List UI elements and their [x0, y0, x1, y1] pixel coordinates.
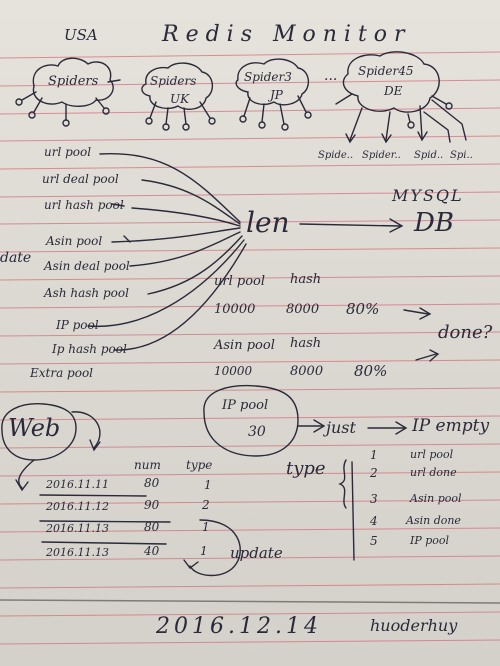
page-title: Redis Monitor [162, 22, 412, 47]
table-row-2-type: 2 [202, 498, 210, 512]
pool-url: url pool [44, 145, 92, 159]
type-legend-text-4: Asin done [406, 514, 461, 527]
ip-empty-label: IP empty [412, 416, 490, 436]
pool-extra: Extra pool [30, 366, 94, 380]
stat-url-b: 8000 [286, 302, 320, 317]
db-label: DB [414, 208, 454, 238]
curve-url-pool [99, 153, 241, 223]
type-legend-label: type [286, 458, 326, 479]
len-label: len [246, 206, 290, 239]
spider-de-label: Spider45 [358, 64, 414, 78]
table-row-3-num: 80 [144, 520, 160, 534]
type-legend-text-3: Asin pool [410, 492, 462, 505]
type-legend-num-5: 5 [370, 534, 378, 548]
done-label: done? [438, 322, 493, 343]
region-label-usa: USA [64, 26, 98, 44]
web-bubble [1, 403, 77, 461]
type-legend-text-1: url pool [410, 448, 454, 461]
stat-url-type: hash [290, 272, 322, 287]
table-row-1-type: 1 [204, 478, 212, 492]
spider-child-2: Spider.. [362, 150, 401, 161]
update-side-label: date [0, 250, 32, 266]
type-legend-num-4: 4 [370, 514, 378, 528]
footer-date: 2016.12.14 [156, 614, 322, 639]
table-header-type: type [186, 458, 213, 472]
pool-ip-hash: Ip hash pool [52, 342, 127, 356]
stat-asin-a: 10000 [214, 364, 253, 378]
table-row-3-type: 1 [202, 520, 210, 534]
update-note: update [230, 544, 283, 562]
type-legend-num-1: 1 [370, 448, 378, 462]
spider-usa-label: Spiders [48, 74, 99, 89]
pool-asin: Asin pool [46, 234, 103, 248]
spider-child-1: Spide.. [318, 150, 354, 161]
spider-cloud-usa [32, 57, 114, 107]
type-legend-num-3: 3 [370, 492, 378, 506]
type-legend-text-2: url done [410, 466, 457, 479]
spider-ellipsis: ... [324, 68, 338, 84]
spider-child-3: Spid.. [414, 150, 444, 161]
ippool-bubble [203, 384, 299, 457]
ippool-value: 30 [248, 424, 266, 440]
stat-url-pct: 80% [346, 300, 380, 318]
spider-jp-label: Spider3 [244, 70, 292, 84]
spider-cloud-uk [141, 62, 213, 110]
pool-asin-deal: Asin deal pool [44, 259, 130, 273]
pool-url-hash: url hash pool [44, 198, 124, 212]
pool-asin-hash: Ash hash pool [44, 286, 129, 300]
table-header-num: num [134, 458, 161, 472]
spider-cloud-de [342, 51, 440, 113]
ippool-label: IP pool [222, 398, 269, 413]
stat-asin-b: 8000 [290, 364, 324, 379]
table-row-4-type: 1 [200, 544, 208, 558]
web-label: Web [8, 414, 61, 442]
table-row-4-date: 2016.11.13 [46, 546, 109, 559]
stat-asin-type: hash [290, 336, 322, 351]
spider-uk-label: Spiders [150, 74, 197, 88]
type-legend-num-2: 2 [370, 466, 378, 480]
signature: huoderhuy [370, 616, 458, 635]
pool-ip: IP pool [56, 318, 99, 332]
stat-asin-name: Asin pool [214, 338, 275, 353]
stat-asin-pct: 80% [354, 362, 388, 380]
table-row-4-num: 40 [144, 544, 160, 558]
spider-jp-region: JP [270, 88, 283, 102]
stat-url-name: url pool [214, 274, 266, 289]
table-row-3-date: 2016.11.13 [46, 522, 109, 535]
spider-cloud-jp [235, 58, 309, 106]
spider-uk-region: UK [170, 92, 190, 106]
db-mysql-label: MYSQL [392, 186, 464, 205]
pool-url-deal: url deal pool [42, 172, 119, 186]
just-label: just [326, 418, 356, 437]
table-row-1-date: 2016.11.11 [46, 478, 109, 491]
table-row-2-num: 90 [144, 498, 160, 512]
spider-child-4: Spi.. [450, 150, 473, 161]
stat-url-a: 10000 [214, 302, 256, 317]
table-row-2-date: 2016.11.12 [46, 500, 109, 513]
type-legend-text-5: IP pool [410, 534, 450, 547]
spider-de-region: DE [384, 84, 403, 98]
table-row-1-num: 80 [144, 476, 160, 490]
